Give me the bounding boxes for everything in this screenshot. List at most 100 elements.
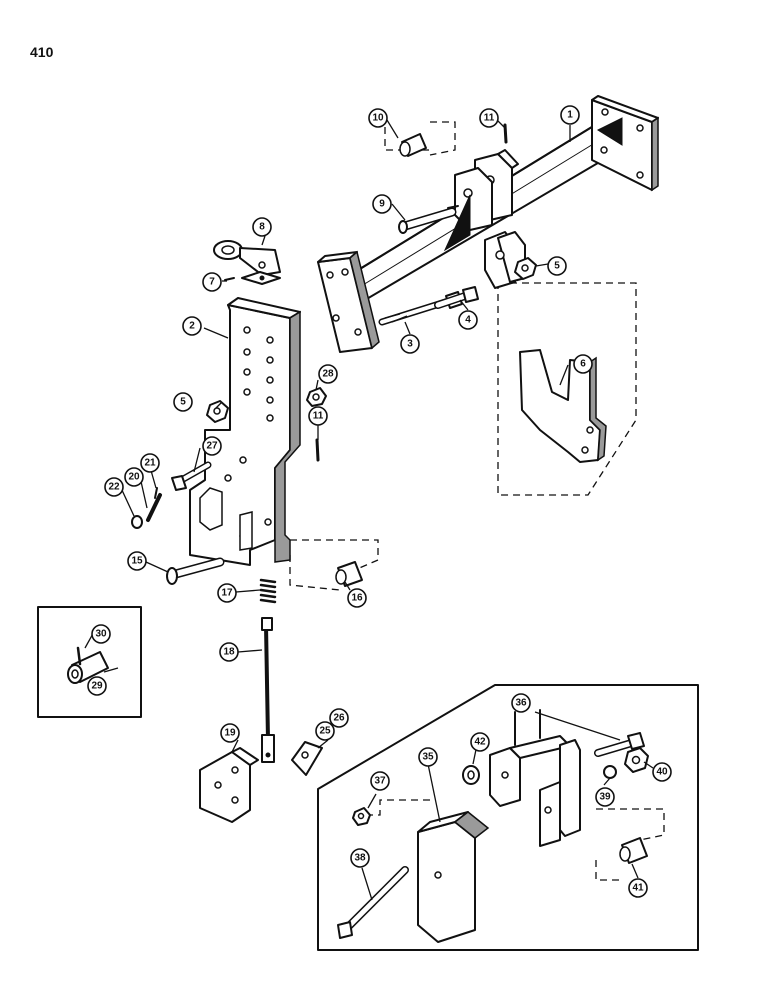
callout-11-top: 11 <box>479 108 499 128</box>
svg-text:35: 35 <box>422 752 434 763</box>
callout-5-top: 5 <box>547 256 567 276</box>
callout-7: 7 <box>202 272 222 292</box>
inset-box-left <box>37 606 142 718</box>
callout-29: 29 <box>87 676 107 696</box>
callout-37: 37 <box>370 771 390 791</box>
svg-text:22: 22 <box>108 482 120 493</box>
callout-27: 27 <box>202 436 222 456</box>
svg-text:2: 2 <box>189 321 195 332</box>
svg-text:30: 30 <box>95 629 107 640</box>
svg-text:4: 4 <box>465 315 471 326</box>
callout-16: 16 <box>347 588 367 608</box>
bracket-plate-6 <box>519 349 607 463</box>
callout-5-left: 5 <box>173 392 193 412</box>
svg-text:28: 28 <box>322 369 334 380</box>
callout-25: 25 <box>315 721 335 741</box>
svg-text:26: 26 <box>333 713 345 724</box>
svg-text:40: 40 <box>656 767 668 778</box>
main-frame-tube <box>317 95 659 353</box>
bushing-10 <box>399 133 427 157</box>
callout-20: 20 <box>124 467 144 487</box>
callout-19: 19 <box>220 723 240 743</box>
callout-42: 42 <box>470 732 490 752</box>
nut-37 <box>352 807 371 826</box>
lift-arm <box>189 297 301 566</box>
svg-text:29: 29 <box>91 681 103 692</box>
cotter-21 <box>154 487 158 499</box>
svg-text:5: 5 <box>554 261 560 272</box>
callout-38: 38 <box>350 848 370 868</box>
callout-11-mid: 11 <box>308 406 328 426</box>
svg-text:7: 7 <box>209 277 215 288</box>
svg-text:42: 42 <box>474 737 486 748</box>
svg-text:11: 11 <box>484 113 495 124</box>
svg-text:37: 37 <box>374 776 386 787</box>
svg-text:8: 8 <box>259 222 265 233</box>
callout-26: 26 <box>329 708 349 728</box>
bushing-41 <box>619 837 648 864</box>
pin-7 <box>224 277 235 281</box>
inset-box-right <box>317 684 699 951</box>
svg-text:9: 9 <box>379 199 385 210</box>
callout-22: 22 <box>104 477 124 497</box>
nut-5-left <box>206 400 229 423</box>
block-35 <box>417 811 490 943</box>
snap-ring-39 <box>603 765 617 779</box>
washer-42 <box>462 765 480 785</box>
bolt-38 <box>337 866 409 939</box>
callout-1: 1 <box>560 105 580 125</box>
bolt-3 <box>378 291 463 326</box>
callout-15: 15 <box>127 551 147 571</box>
page-number: 410 <box>30 44 54 60</box>
svg-text:19: 19 <box>224 728 236 739</box>
clevis-assembly <box>489 709 581 847</box>
callout-2: 2 <box>182 316 202 336</box>
callout-21: 21 <box>140 453 160 473</box>
pin-20 <box>146 493 162 522</box>
callout-30: 30 <box>91 624 111 644</box>
callout-40: 40 <box>652 762 672 782</box>
svg-text:39: 39 <box>599 792 611 803</box>
bolt-4 <box>434 286 479 309</box>
callout-39: 39 <box>595 787 615 807</box>
svg-text:16: 16 <box>351 593 363 604</box>
bracket-19 <box>199 747 259 823</box>
callout-9: 9 <box>372 194 392 214</box>
callout-8: 8 <box>252 217 272 237</box>
spring-17 <box>259 578 277 604</box>
collar-29 <box>67 651 109 684</box>
svg-text:15: 15 <box>131 556 143 567</box>
washer-22 <box>131 515 143 529</box>
pin-30 <box>76 646 82 666</box>
spring-pin-11-mid <box>315 438 320 462</box>
nut-28 <box>306 387 327 407</box>
callout-6: 6 <box>573 354 593 374</box>
callout-35: 35 <box>418 747 438 767</box>
svg-text:27: 27 <box>206 441 218 452</box>
callout-4: 4 <box>458 310 478 330</box>
nut-40 <box>624 747 649 773</box>
hook-bracket-8 <box>213 240 281 285</box>
callout-36: 36 <box>511 693 531 713</box>
callout-28: 28 <box>318 364 338 384</box>
pin-15 <box>166 557 225 585</box>
svg-text:3: 3 <box>407 339 413 350</box>
callout-10: 10 <box>368 108 388 128</box>
bolt-27 <box>171 461 212 491</box>
callout-18: 18 <box>219 642 239 662</box>
bushing-16 <box>335 561 363 587</box>
svg-text:41: 41 <box>632 883 644 894</box>
svg-text:5: 5 <box>180 397 186 408</box>
callout-17: 17 <box>217 583 237 603</box>
callout-41: 41 <box>628 878 648 898</box>
svg-text:1: 1 <box>567 110 573 121</box>
nut-5-top <box>514 257 537 280</box>
svg-text:17: 17 <box>221 588 233 599</box>
rod-18 <box>261 617 275 763</box>
bolt-36 <box>594 732 645 757</box>
svg-text:10: 10 <box>372 113 384 124</box>
svg-text:11: 11 <box>313 411 324 422</box>
svg-text:36: 36 <box>515 698 527 709</box>
plate-outline <box>497 282 637 496</box>
